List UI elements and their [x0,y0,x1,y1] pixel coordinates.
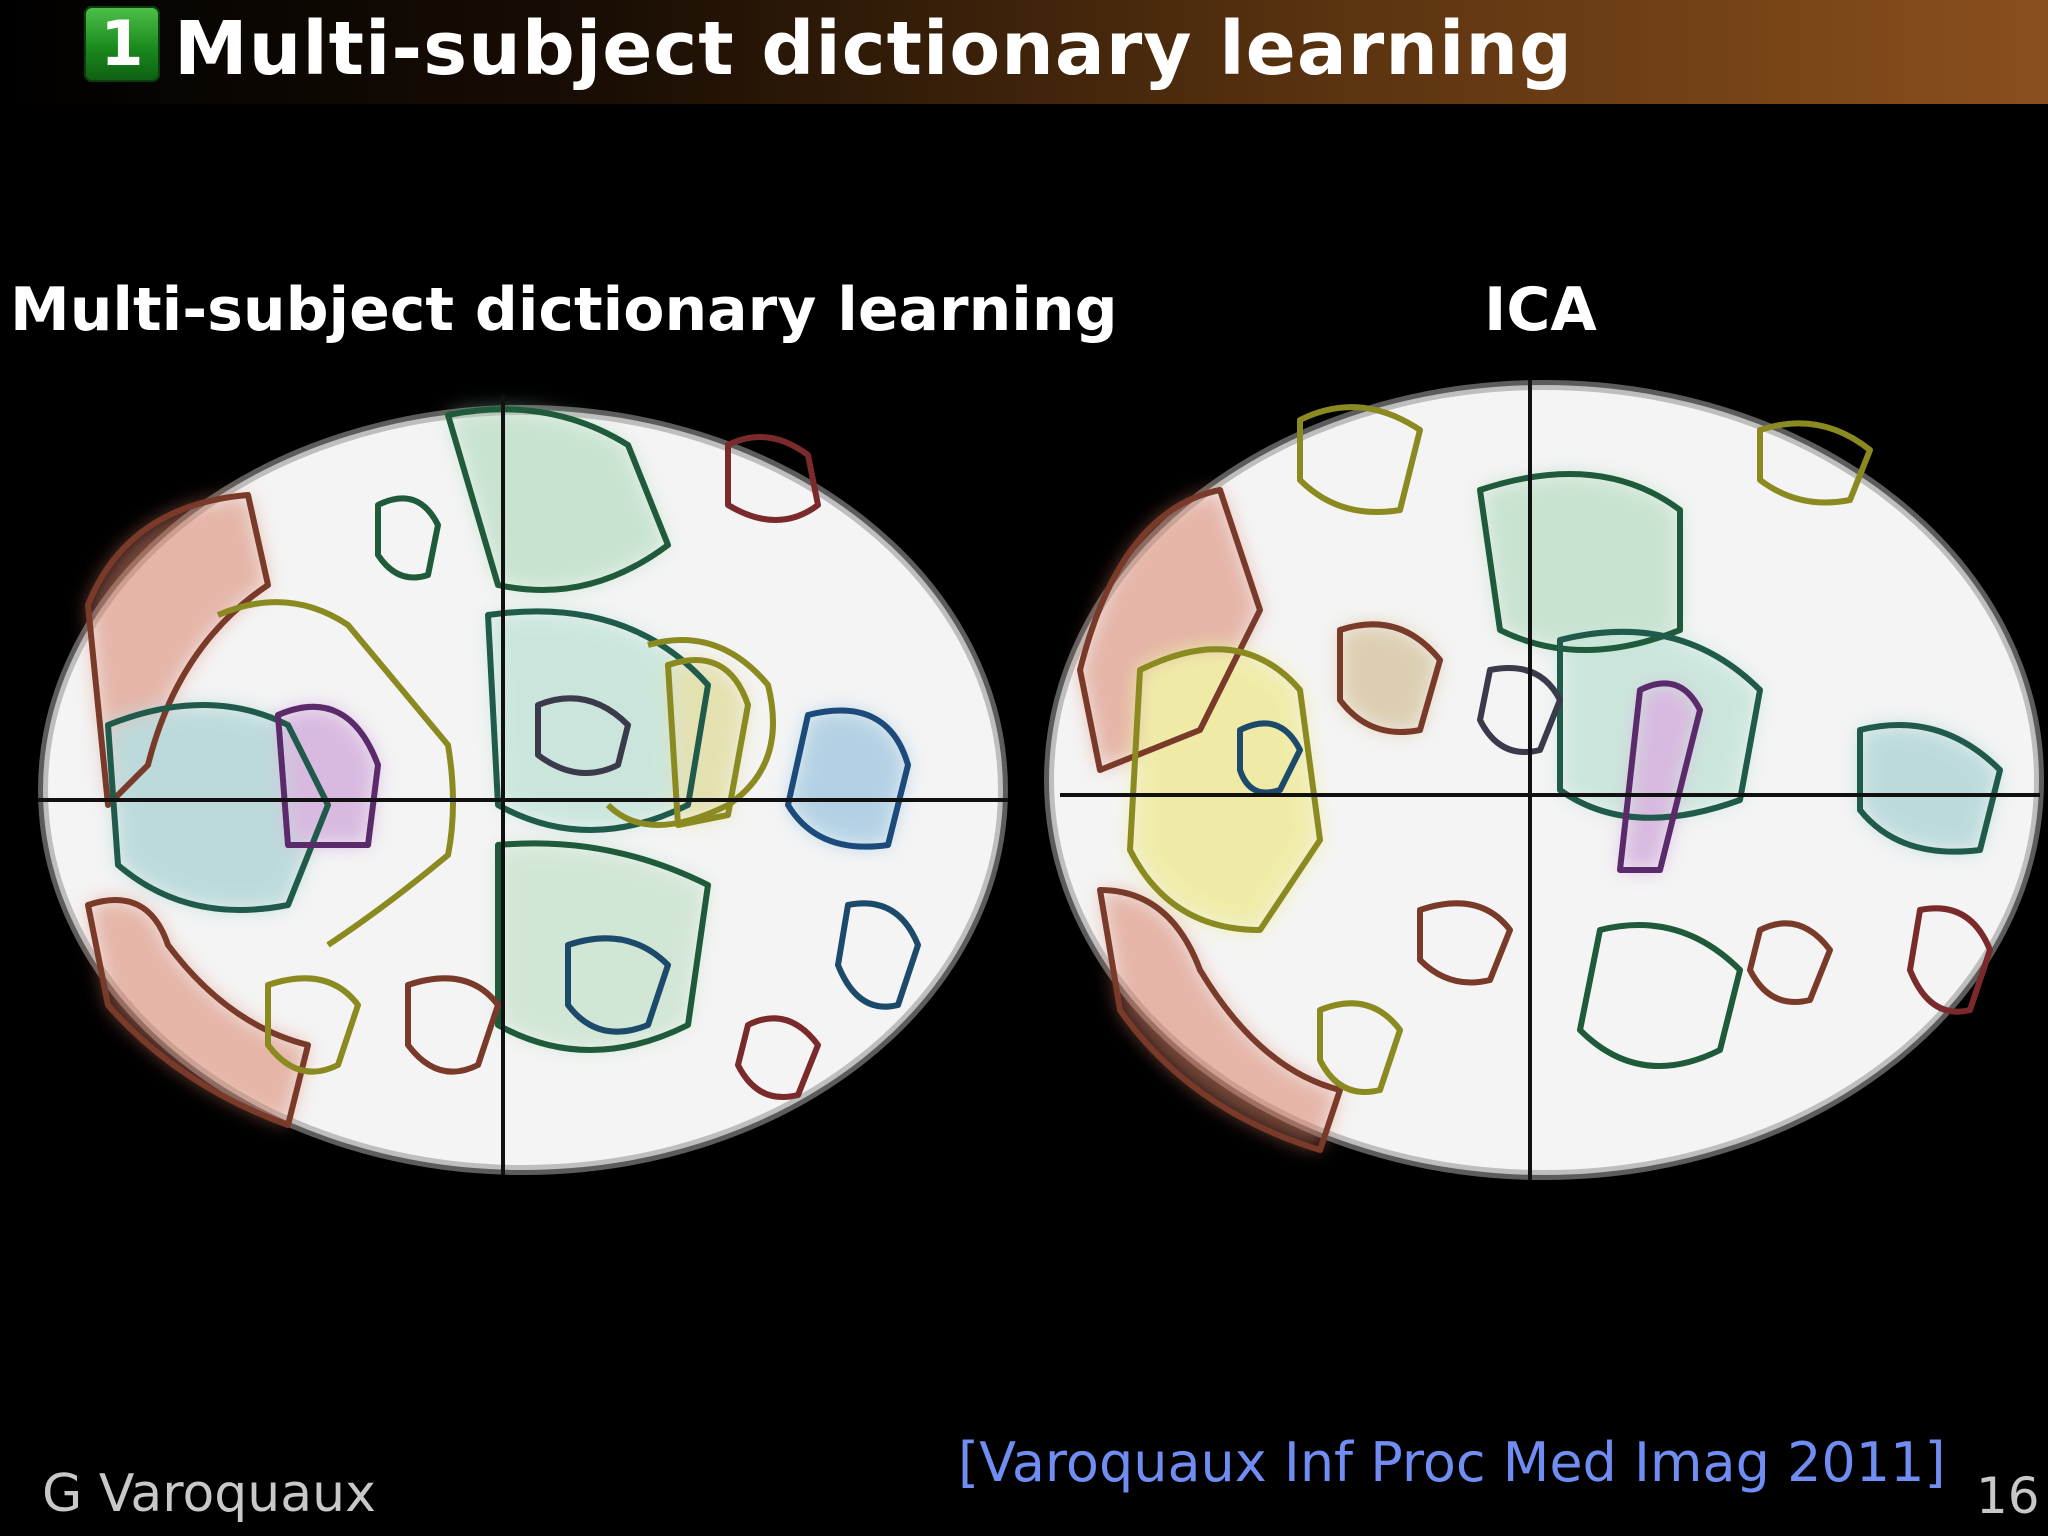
section-number-badge: 1 [84,6,160,82]
author-name: G Varoquaux [42,1464,376,1524]
page-number: 16 [1976,1467,2040,1525]
slide-title: Multi-subject dictionary learning [174,6,1573,92]
panel-title-left: Multi-subject dictionary learning [10,275,1118,345]
brain-map-ica [1044,380,2044,1180]
panel-title-right: ICA [1484,275,1597,345]
brain-map-dictionary-learning [38,395,1008,1175]
slide-header: 1 Multi-subject dictionary learning [0,0,2048,104]
citation-text: [Varoquaux Inf Proc Med Imag 2011] [958,1431,1946,1494]
